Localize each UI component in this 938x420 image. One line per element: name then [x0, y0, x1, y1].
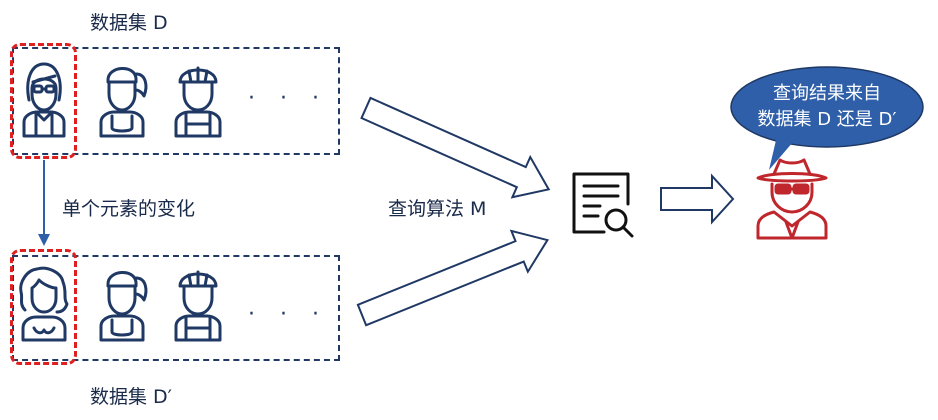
dataset-d-prime-to-query-arrow [356, 229, 550, 327]
dataset-d-label: 数据集 D [90, 12, 168, 34]
query-to-attacker-arrow [660, 173, 735, 225]
changed-element-highlight-bottom [10, 249, 77, 365]
bubble-text: 查询结果来自 数据集 D 还是 D′ [727, 81, 927, 133]
document-search-icon [572, 172, 634, 238]
bubble-line-1: 查询结果来自 [773, 83, 881, 104]
speech-bubble [730, 66, 924, 170]
dataset-d-prime-label: 数据集 D′ [90, 386, 172, 408]
change-label: 单个元素的变化 [62, 198, 196, 220]
helmet-worker-icon [174, 270, 222, 342]
ponytail-person-icon [99, 67, 148, 138]
ellipsis-bottom: · · · [248, 302, 328, 327]
helmet-worker-icon [174, 66, 222, 138]
dataset-d-prime-box [12, 255, 340, 361]
ponytail-person-icon [99, 271, 148, 342]
query-algorithm-label: 查询算法 M [388, 198, 487, 220]
spy-icon [756, 158, 828, 240]
dataset-d-to-query-arrow [360, 96, 551, 199]
bubble-line-2: 数据集 D 还是 D′ [757, 109, 897, 130]
changed-element-highlight-top [10, 43, 77, 159]
dataset-d-box [12, 47, 340, 155]
ellipsis-top: · · · [248, 86, 328, 111]
woman-glasses-icon [22, 62, 66, 138]
curly-hair-woman-icon [19, 266, 69, 342]
